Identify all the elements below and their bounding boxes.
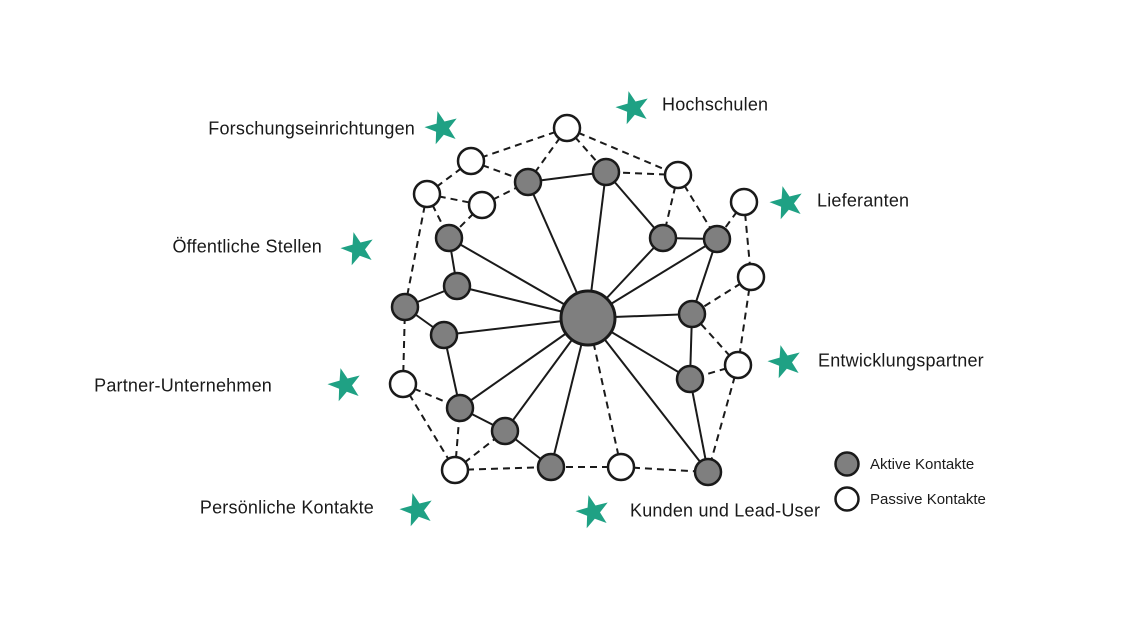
forschungseinrichtungen-star-icon: [424, 111, 457, 145]
passive-contact-swatch-icon: [834, 486, 860, 512]
edge-p7-p8: [737, 276, 752, 366]
legend-item-active: Aktive Kontakte: [833, 450, 986, 478]
edge-p1-p2: [470, 127, 568, 162]
node-p6: [729, 187, 759, 217]
edge-p2-p4: [426, 160, 472, 195]
edge-p8-a14: [707, 364, 739, 473]
node-a1: [513, 167, 543, 197]
persoenliche-kontakte-star-icon: [399, 493, 432, 527]
active-contact-swatch-icon: [834, 451, 860, 477]
node-p5: [467, 190, 497, 220]
node-a3: [434, 223, 464, 253]
edge-a2-a4: [605, 171, 664, 239]
edge-p11-hub: [587, 317, 622, 468]
edge-p1-p3: [566, 127, 679, 176]
node-a2: [591, 157, 621, 187]
node-p7: [736, 262, 766, 292]
hochschulen-star-icon: [615, 91, 648, 125]
edge-p10-a13: [454, 466, 552, 471]
lieferanten-star-icon: [769, 186, 802, 220]
oeffentliche-stellen-star-icon: [340, 232, 373, 266]
node-p3: [663, 160, 693, 190]
legend-label-passive: Passive Kontakte: [870, 490, 986, 508]
edge-a10-a14: [689, 378, 709, 473]
edge-hub-a14: [587, 317, 709, 473]
node-p4: [412, 179, 442, 209]
node-a10: [675, 364, 705, 394]
node-a7: [390, 292, 420, 322]
node-a6: [442, 271, 472, 301]
node-p2: [456, 146, 486, 176]
node-a8: [429, 320, 459, 350]
node-a11: [445, 393, 475, 423]
legend-item-passive: Passive Kontakte: [833, 485, 986, 513]
node-p11: [606, 452, 636, 482]
node-p8: [723, 350, 753, 380]
node-a5: [702, 224, 732, 254]
edge-p4-p5: [426, 193, 483, 206]
node-hub: [559, 289, 617, 347]
edge-p11-a14: [620, 466, 709, 473]
node-a13: [536, 452, 566, 482]
node-a9: [677, 299, 707, 329]
legend-label-active: Aktive Kontakte: [870, 455, 975, 473]
node-p9: [388, 369, 418, 399]
edge-p4-a7: [404, 193, 428, 308]
node-a12: [490, 416, 520, 446]
legend: Aktive Kontakte Passive Kontakte: [833, 450, 986, 520]
entwicklungspartner-star-icon: [767, 345, 800, 379]
kunden-und-lead-user-star-icon: [575, 495, 608, 529]
node-p1: [552, 113, 582, 143]
edge-p9-p10: [402, 383, 456, 471]
node-a14: [693, 457, 723, 487]
partner-unternehmen-star-icon: [327, 368, 360, 402]
node-a4: [648, 223, 678, 253]
node-p10: [440, 455, 470, 485]
